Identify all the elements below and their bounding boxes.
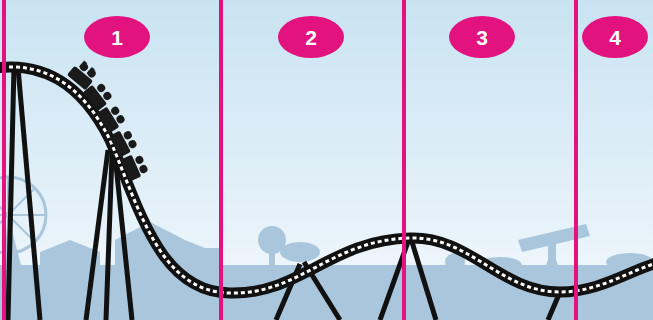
fairground-silhouette (0, 177, 653, 320)
section-dividers (2, 0, 578, 320)
section-number: 2 (305, 27, 317, 48)
section-number: 1 (111, 27, 123, 48)
section-number-bubble: 1 (84, 16, 150, 58)
section-number: 3 (476, 27, 488, 48)
coaster-cars (67, 58, 150, 181)
track-ties (0, 67, 653, 293)
section-number-bubble: 2 (278, 16, 344, 58)
section-number-bubble: 3 (449, 16, 515, 58)
coaster-track (0, 67, 653, 293)
section-number-bubble: 4 (582, 16, 648, 58)
section-number: 4 (609, 27, 621, 48)
